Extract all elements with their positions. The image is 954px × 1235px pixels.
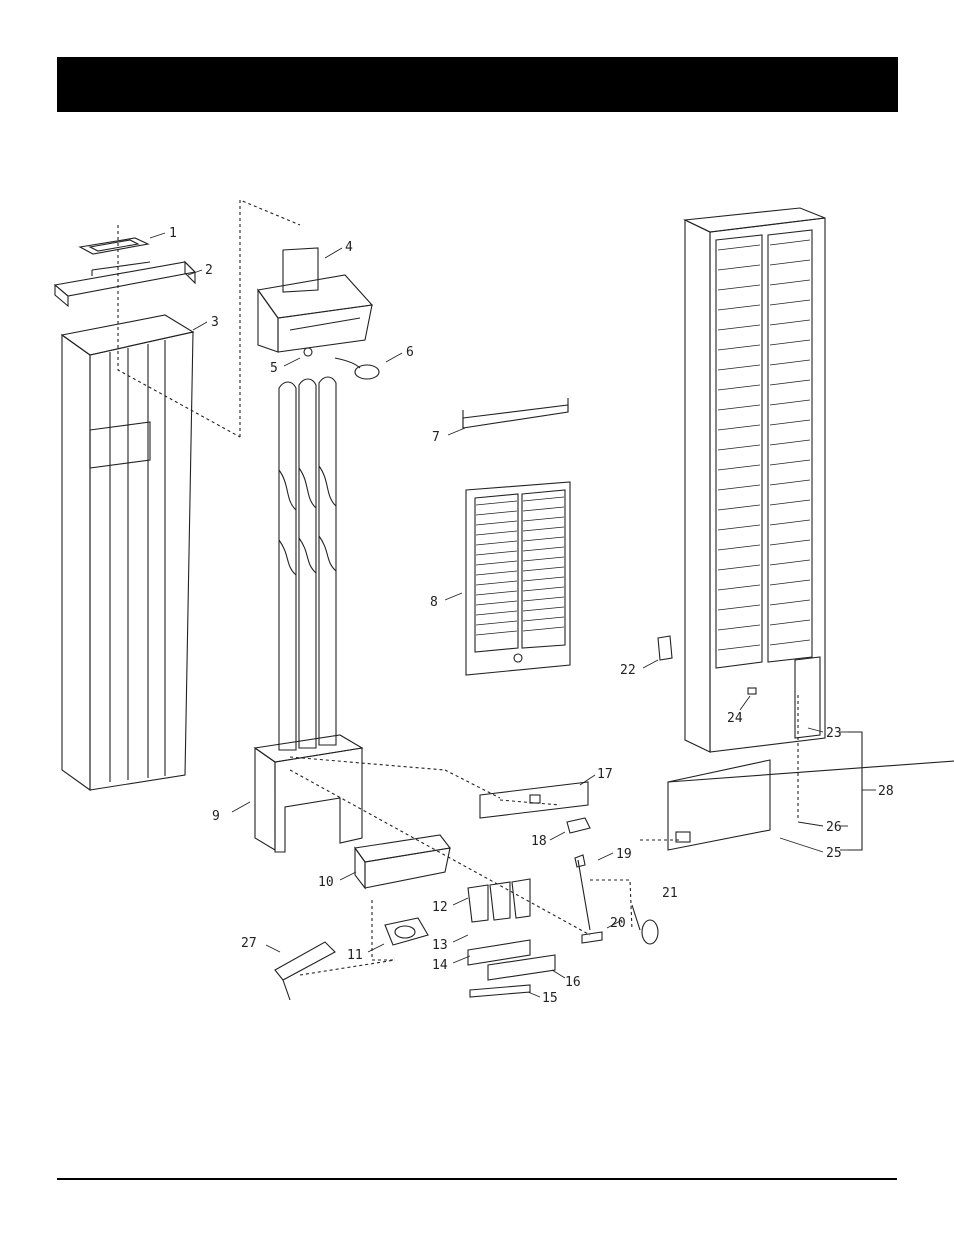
callout-18: 18: [531, 834, 547, 849]
callout-27: 27: [241, 936, 257, 951]
leader-lines: [150, 233, 876, 997]
callout-24: 24: [727, 711, 743, 726]
callout-9: 9: [212, 809, 220, 824]
cabinet-louvers: [718, 240, 810, 650]
part-knob-24: [748, 688, 756, 694]
callout-3: 3: [211, 315, 219, 330]
callout-19: 19: [616, 847, 632, 862]
callout-22: 22: [620, 663, 636, 678]
part-thermocouple-21: [632, 905, 658, 944]
part-burners: [468, 879, 530, 922]
part-front-grille: [466, 482, 570, 675]
part-access-plate: [480, 782, 588, 818]
part-top-bracket: [55, 262, 195, 306]
part-pilot-tube: [578, 860, 590, 930]
part-screw-5: [304, 348, 312, 356]
callout-26: 26: [826, 820, 842, 835]
callout-28: 28: [878, 784, 894, 799]
callout-16: 16: [565, 975, 581, 990]
callout-20: 20: [610, 916, 626, 931]
callout-15: 15: [542, 991, 558, 1006]
callout-4: 4: [345, 240, 353, 255]
callout-14: 14: [432, 958, 448, 973]
callout-10: 10: [318, 875, 334, 890]
part-bracket-16: [488, 955, 555, 980]
footer-rule: [57, 1178, 897, 1180]
callout-8: 8: [430, 595, 438, 610]
part-burner-tray: [355, 835, 450, 888]
part-clip-22: [658, 636, 672, 660]
part-back-cabinet: [62, 315, 193, 790]
callout-13: 13: [432, 938, 448, 953]
callout-25: 25: [826, 846, 842, 861]
callout-7: 7: [432, 430, 440, 445]
part-bracket-14: [468, 940, 530, 965]
callout-12: 12: [432, 900, 448, 915]
callout-11: 11: [347, 948, 363, 963]
part-burner-housing: [258, 248, 372, 352]
group-bracket-28: [848, 732, 862, 850]
part-front-cabinet: [685, 208, 825, 752]
part-bracket-15: [470, 985, 530, 997]
callout-1: 1: [169, 226, 177, 241]
callout-21: 21: [662, 886, 678, 901]
part-top-cap: [80, 238, 148, 254]
part-deflector: [463, 398, 568, 428]
callout-5: 5: [270, 361, 278, 376]
part-base-frame: [255, 735, 362, 852]
part-thermocouple-6: [335, 358, 379, 379]
part-lower-cover: [668, 760, 954, 850]
grille-louvers-small: [476, 497, 564, 635]
callout-23: 23: [826, 726, 842, 741]
part-pilot-bracket: [582, 932, 602, 943]
part-flue-tubes: [279, 377, 336, 750]
part-pilot: [575, 855, 585, 867]
callout-2: 2: [205, 263, 213, 278]
part-piezo: [567, 818, 590, 833]
callout-6: 6: [406, 345, 414, 360]
callout-17: 17: [597, 767, 613, 782]
part-gas-valve: [385, 918, 428, 945]
